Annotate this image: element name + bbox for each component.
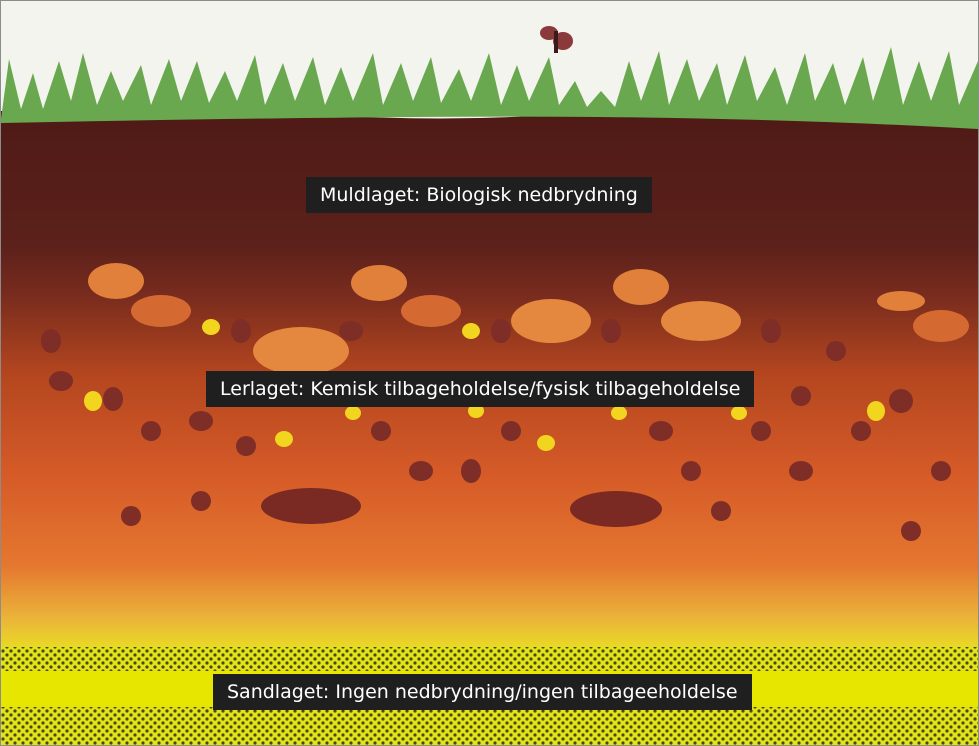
sand-layer-label: Sandlaget: Ingen nedbrydning/ingen tilba…: [213, 674, 752, 710]
clay-layer-label: Lerlaget: Kemisk tilbageholdelse/fysisk …: [206, 371, 754, 407]
topsoil-layer-label: Muldlaget: Biologisk nedbrydning: [306, 177, 652, 213]
